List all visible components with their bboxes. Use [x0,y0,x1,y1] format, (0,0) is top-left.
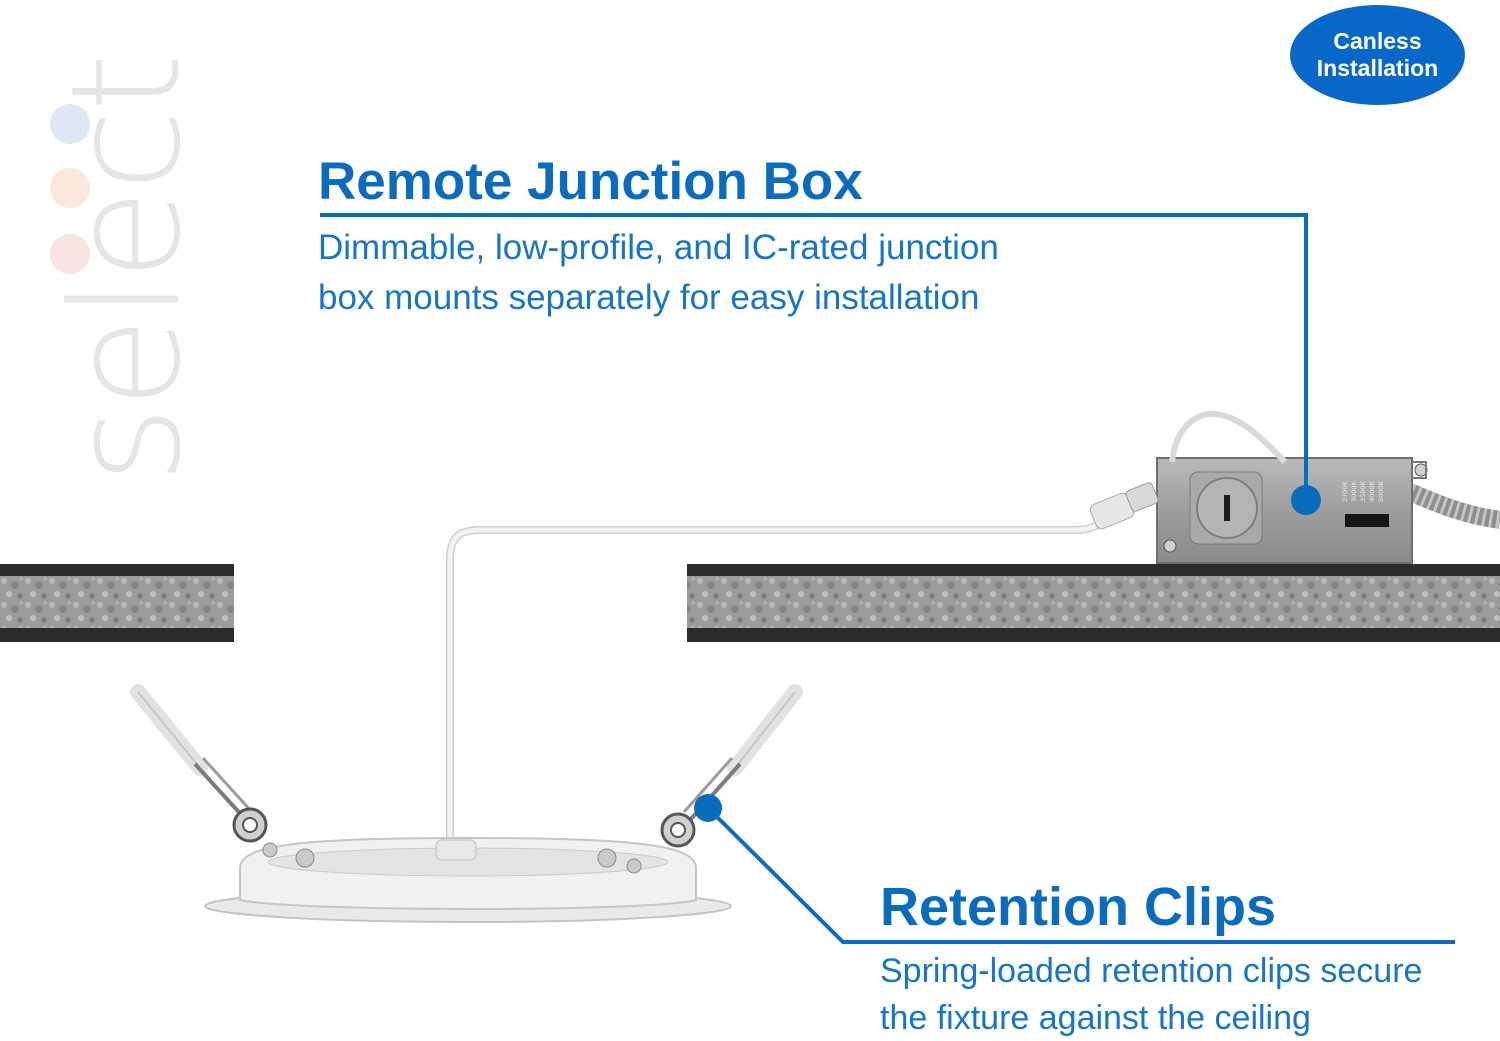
cct-label: 4000K [1368,480,1376,502]
junction-box-leader [320,213,1321,515]
badge-line-2: Installation [1316,55,1439,81]
box-top-cable [1169,410,1288,465]
connection-cable [446,482,1159,850]
led-fixture [204,836,732,923]
retention-clips-description: Spring-loaded retention clips secure the… [880,948,1422,1041]
retention-clips-desc-line-2: the fixture against the ceiling [880,999,1311,1037]
junction-box [1156,457,1428,564]
cct-label: 3500K [1359,480,1367,502]
ceiling-right [687,564,1500,642]
junction-box-title: Remote Junction Box [318,152,863,211]
brand-dot-pink [50,234,90,274]
retention-clip-right [660,684,803,848]
brand-dot-peach [50,168,90,208]
retention-clips-desc-line-1: Spring-loaded retention clips secure [880,952,1423,990]
junction-box-description: Dimmable, low-profile, and IC-rated junc… [318,223,999,323]
retention-clips-leader [694,794,1455,944]
badge-line-1: Canless [1333,28,1422,54]
flex-conduit [1406,483,1500,529]
junction-box-cct-labels: 2700K 3000K 3500K 4000K 5000K [1341,480,1385,502]
cct-label: 5000K [1377,480,1385,502]
junction-box-desc-line-2: box mounts separately for easy installat… [318,278,980,317]
junction-box-desc-line-1: Dimmable, low-profile, and IC-rated junc… [318,228,999,267]
cct-label: 2700K [1341,480,1349,502]
brand-dot-blue [50,104,90,144]
canless-installation-badge: Canless Installation [1290,5,1465,105]
retention-clip-left [130,684,268,843]
cct-label: 3000K [1350,480,1358,502]
retention-clips-title: Retention Clips [880,877,1277,937]
ceiling-left [0,564,234,642]
